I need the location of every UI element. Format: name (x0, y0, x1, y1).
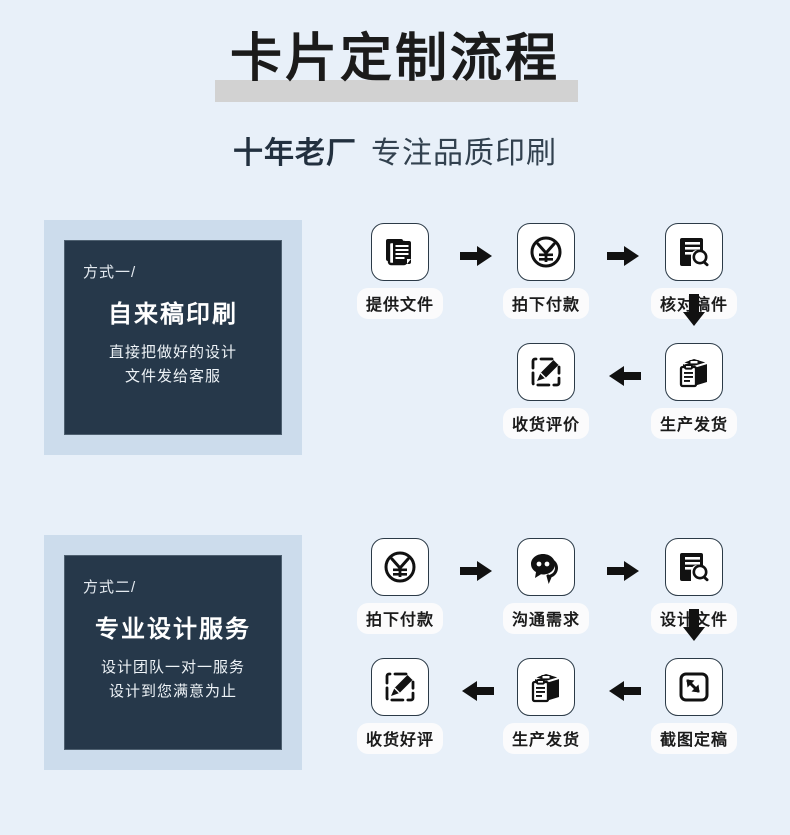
method-card-frame-2: 方式二/ 专业设计服务 设计团队一对一服务 设计到您满意为止 (44, 535, 302, 770)
package-box-icon (665, 343, 723, 401)
flow-diagram-2: 拍下付款 沟通需求 (330, 530, 790, 780)
method-section-1: 方式一/ 自来稿印刷 直接把做好的设计 文件发给客服 (0, 215, 790, 465)
page-title: 卡片定制流程 (229, 30, 560, 88)
subtitle-normal: 专注品质印刷 (371, 137, 557, 170)
flow-step-label: 截图定稿 (650, 723, 737, 754)
edit-pencil-icon (371, 658, 429, 716)
page-header: 卡片定制流程 十年老厂专注品质印刷 (0, 0, 790, 200)
method-desc-1: 直接把做好的设计 文件发给客服 (81, 341, 265, 389)
subtitle-strong: 十年老厂 (233, 137, 357, 170)
method-desc-line-2: 设计到您满意为止 (108, 683, 237, 700)
flow-step-produce-ship[interactable]: 生产发货 (646, 343, 742, 439)
method-desc-line-1: 设计团队一对一服务 (100, 659, 245, 676)
arrow-right-icon (460, 243, 494, 269)
document-search-icon (665, 223, 723, 281)
flow-step-label: 沟通需求 (502, 603, 589, 634)
flow-step-pay-2[interactable]: 拍下付款 (352, 538, 448, 634)
flow-step-screenshot-finalize[interactable]: 截图定稿 (646, 658, 742, 754)
page-subtitle: 十年老厂专注品质印刷 (0, 128, 790, 172)
flow-step-provide-files[interactable]: 提供文件 (352, 223, 448, 319)
method-kicker-2: 方式二/ (83, 579, 137, 596)
arrow-down-icon (681, 609, 707, 643)
method-desc-line-1: 直接把做好的设计 (108, 344, 237, 361)
flow-step-label: 提供文件 (356, 288, 443, 319)
method-name-2: 专业设计服务 (95, 616, 251, 643)
yen-circle-icon (371, 538, 429, 596)
flow-diagram-1: 提供文件 拍下付款 (330, 215, 790, 465)
method-card-frame-1: 方式一/ 自来稿印刷 直接把做好的设计 文件发给客服 (44, 220, 302, 455)
flow-step-receive-praise[interactable]: 收货好评 (352, 658, 448, 754)
arrow-down-icon (681, 294, 707, 328)
method-card-2: 方式二/ 专业设计服务 设计团队一对一服务 设计到您满意为止 (64, 555, 282, 750)
flow-step-check-draft[interactable]: 核对稿件 (646, 223, 742, 319)
method-section-2: 方式二/ 专业设计服务 设计团队一对一服务 设计到您满意为止 拍下付款 (0, 530, 790, 780)
flow-step-label: 收货好评 (356, 723, 443, 754)
chat-bubble-icon (517, 538, 575, 596)
arrow-left-icon (607, 363, 641, 389)
page-title-wrap: 卡片定制流程 (0, 28, 790, 102)
arrow-left-icon (460, 678, 494, 704)
package-box-icon (517, 658, 575, 716)
edit-pencil-icon (517, 343, 575, 401)
flow-step-label: 生产发货 (650, 408, 737, 439)
method-desc-2: 设计团队一对一服务 设计到您满意为止 (81, 656, 265, 704)
method-card-1: 方式一/ 自来稿印刷 直接把做好的设计 文件发给客服 (64, 240, 282, 435)
flow-step-receive-review[interactable]: 收货评价 (498, 343, 594, 439)
document-search-icon (665, 538, 723, 596)
arrow-right-icon (460, 558, 494, 584)
flow-step-label: 拍下付款 (502, 288, 589, 319)
arrow-left-icon (607, 678, 641, 704)
documents-icon (371, 223, 429, 281)
flow-step-communicate[interactable]: 沟通需求 (498, 538, 594, 634)
arrow-right-icon (607, 243, 641, 269)
title-highlight-bar (215, 80, 578, 102)
flow-step-pay[interactable]: 拍下付款 (498, 223, 594, 319)
arrow-right-icon (607, 558, 641, 584)
yen-circle-icon (517, 223, 575, 281)
flow-step-label: 拍下付款 (356, 603, 443, 634)
method-name-1: 自来稿印刷 (108, 301, 238, 328)
flow-step-produce-ship-2[interactable]: 生产发货 (498, 658, 594, 754)
flow-step-label: 生产发货 (502, 723, 589, 754)
flow-step-label: 收货评价 (502, 408, 589, 439)
method-kicker-1: 方式一/ (83, 264, 137, 281)
method-desc-line-2: 文件发给客服 (124, 368, 221, 385)
resize-arrows-icon (665, 658, 723, 716)
